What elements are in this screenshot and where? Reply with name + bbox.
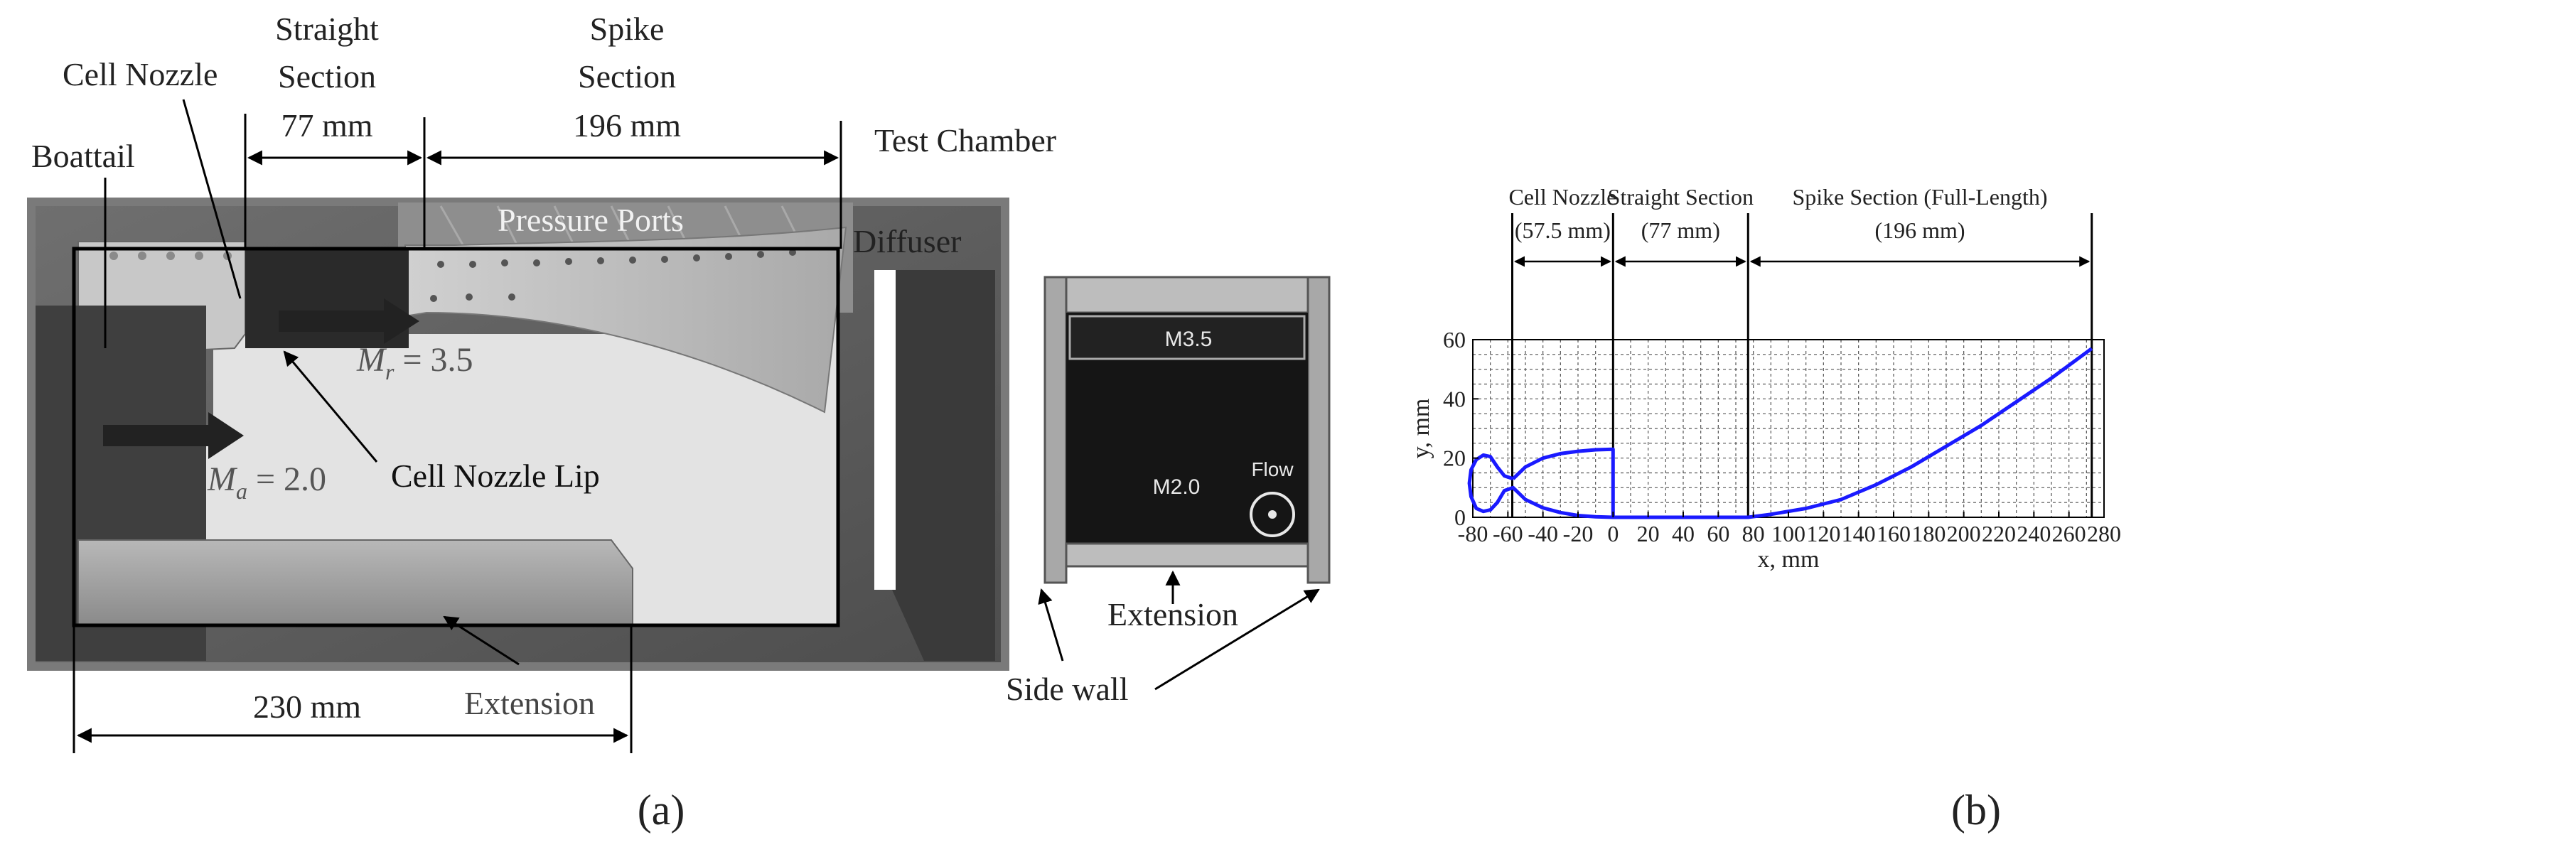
x-tick-label: 120	[1806, 521, 1840, 546]
x-tick-label: -20	[1563, 521, 1594, 546]
section-annotations: Cell Nozzle (57.5 mm) Straight Section (77 …	[1508, 184, 2091, 267]
panel-a: Cell Nozzle Straight Section 77 mm Spike…	[27, 11, 1331, 833]
x-tick-label: 100	[1771, 521, 1805, 546]
leader-cell-nozzle	[182, 99, 242, 299]
inset-m20-label: M2.0	[1153, 475, 1201, 499]
flow-out-of-page-icon	[1250, 492, 1295, 537]
x-axis-label: x, mm	[1758, 546, 1820, 573]
label-spike-2: Section	[578, 58, 676, 95]
label-straight-2: Section	[278, 58, 376, 95]
label-extension-bottom: Extension	[464, 685, 595, 721]
side-wall-right	[1306, 276, 1331, 584]
y-tick-label: 20	[1443, 446, 1466, 471]
section-boundaries	[1511, 213, 2093, 517]
x-tick-label: 260	[2052, 521, 2086, 546]
section-title: Cell Nozzle	[1508, 184, 1616, 210]
inset-extension-label: Extension	[1107, 596, 1238, 632]
inset-side-wall-label: Side wall	[1006, 671, 1128, 707]
boattail-bolts	[109, 252, 232, 260]
label-straight-dim: 77 mm	[281, 107, 372, 144]
label-cell-nozzle-lip: Cell Nozzle Lip	[391, 458, 600, 494]
label-pressure-ports: Pressure Ports	[498, 202, 684, 238]
label-spike-dim: 196 mm	[573, 107, 681, 144]
x-tick-label: 0	[1607, 521, 1619, 546]
y-tick-label: 60	[1443, 327, 1466, 352]
leader-extension	[443, 615, 520, 666]
label-230mm: 230 mm	[253, 689, 361, 725]
chart-grid	[1472, 339, 2105, 518]
x-tick-label: 160	[1877, 521, 1911, 546]
x-tick-label: 80	[1742, 521, 1765, 546]
x-tick-label: 180	[1911, 521, 1946, 546]
section-length: (77 mm)	[1641, 217, 1720, 243]
x-tick-label: 200	[1947, 521, 1981, 546]
mr-flow-arrow	[279, 298, 419, 344]
leader-side-wall-right	[1154, 588, 1320, 691]
spike-body	[404, 226, 847, 414]
extension-plate	[77, 539, 633, 626]
ma-flow-arrow	[103, 412, 244, 459]
diffuser-gap	[874, 270, 896, 590]
section-length: (196 mm)	[1874, 217, 1965, 243]
cross-section-inset: M3.5 M2.0 Flow Extension Side wall	[1006, 276, 1331, 707]
label-mr: Mr = 3.5	[356, 341, 473, 384]
label-straight-1: Straight	[275, 11, 379, 47]
y-axis-label: y, mm	[1408, 399, 1434, 459]
diffuser-body	[892, 270, 995, 661]
series-line	[1613, 347, 2093, 519]
label-diffuser: Diffuser	[853, 223, 961, 259]
inset-m35-box	[1068, 315, 1306, 360]
y-tick-label: 40	[1443, 386, 1466, 411]
inset-flow-label: Flow	[1251, 458, 1294, 480]
label-ma: Ma = 2.0	[207, 460, 326, 504]
side-wall-left	[1043, 276, 1068, 584]
flow-dot-icon	[1268, 510, 1277, 519]
x-tick-label: 220	[1982, 521, 2016, 546]
caption-a: (a)	[638, 787, 685, 833]
label-test-chamber: Test Chamber	[874, 122, 1056, 158]
leader-cell-nozzle-lip	[283, 350, 378, 463]
label-cell-nozzle: Cell Nozzle	[63, 56, 218, 92]
x-tick-label: 280	[2087, 521, 2121, 546]
label-spike-1: Spike	[590, 11, 665, 47]
x-tick-label: 240	[2017, 521, 2051, 546]
chart-series	[1467, 347, 2093, 519]
label-boattail: Boattail	[31, 138, 135, 174]
inset-m35-label: M3.5	[1165, 328, 1213, 351]
x-tick-label: -80	[1458, 521, 1488, 546]
section-title: Spike Section (Full-Length)	[1792, 184, 2047, 210]
y-tick-label: 0	[1454, 505, 1466, 530]
x-tick-label: 20	[1637, 521, 1660, 546]
x-tick-label: 140	[1842, 521, 1876, 546]
caption-b: (b)	[1951, 787, 2001, 833]
section-title: Straight Section	[1608, 184, 1754, 210]
section-length: (57.5 mm)	[1515, 217, 1611, 243]
x-tick-label: 60	[1707, 521, 1729, 546]
inset-top-plate	[1065, 276, 1309, 314]
series-line	[1467, 447, 1615, 519]
x-tick-label: -40	[1528, 521, 1558, 546]
x-tick-label: -60	[1493, 521, 1523, 546]
inset-extension-plate	[1065, 542, 1309, 568]
x-tick-label: 40	[1672, 521, 1695, 546]
leader-side-wall-left	[1038, 588, 1064, 662]
